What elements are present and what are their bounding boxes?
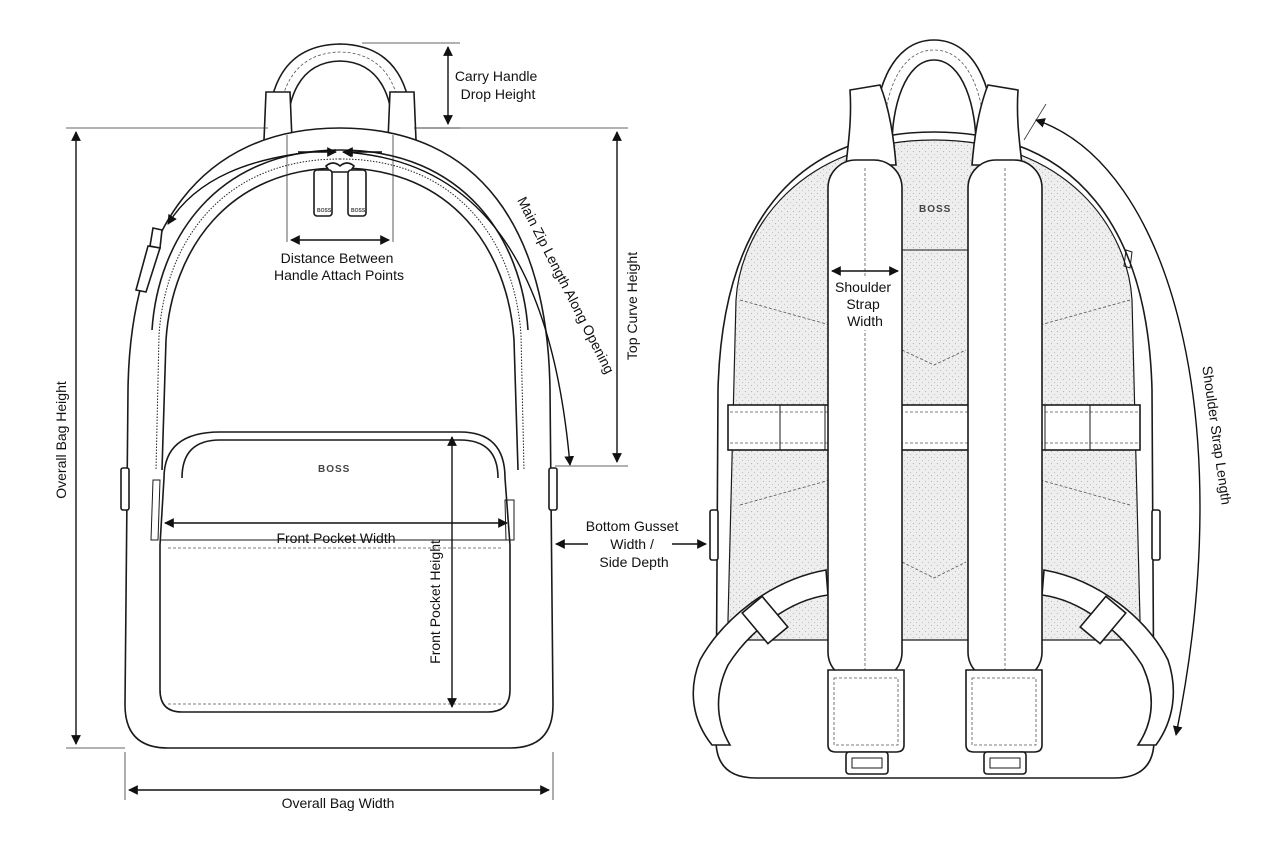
- bottom-gusset-label: Bottom Gusset Width / Side Depth: [586, 518, 682, 570]
- shoulder-straps: [827, 84, 1043, 775]
- front-pocket-logo: BOSS: [318, 464, 350, 475]
- front-pocket-height-label: Front Pocket Height: [427, 540, 443, 664]
- shoulder-strap-length-label: Shoulder Strap Length: [1199, 365, 1234, 506]
- front-pocket: BOSS: [150, 431, 515, 713]
- front-view: BOSS BOSS BOSS: [120, 43, 558, 749]
- back-mesh-panel: [727, 139, 1141, 641]
- svg-text:BOSS: BOSS: [317, 208, 332, 214]
- carry-handle-drop-height-label: Carry Handle Drop Height: [455, 68, 541, 102]
- top-curve-height-label: Top Curve Height: [624, 252, 640, 360]
- shoulder-strap-width-label: Shoulder Strap Width: [835, 279, 895, 329]
- handle-attach-distance-label: Distance Between Handle Attach Points: [274, 250, 404, 283]
- front-pocket-width-label: Front Pocket Width: [276, 530, 395, 546]
- overall-bag-width-label: Overall Bag Width: [282, 795, 395, 811]
- svg-text:BOSS: BOSS: [351, 208, 366, 214]
- back-panel-logo: BOSS: [919, 204, 951, 215]
- overall-bag-height-label: Overall Bag Height: [53, 381, 69, 499]
- back-view: BOSS: [692, 39, 1175, 779]
